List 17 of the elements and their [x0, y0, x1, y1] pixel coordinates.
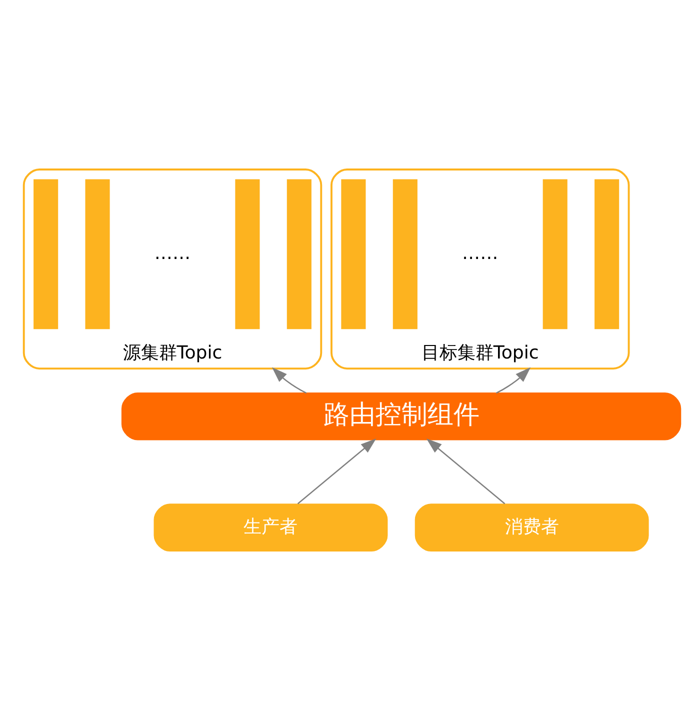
- node-bar: [235, 179, 260, 330]
- arrow: [272, 367, 307, 394]
- node-box: 生产者: [154, 504, 388, 552]
- label: ……: [154, 242, 191, 264]
- node-bar: [341, 179, 366, 330]
- arrow: [426, 438, 506, 504]
- node-box: 消费者: [414, 504, 649, 552]
- node-bar: [392, 179, 418, 330]
- node-box: 路由控制组件: [121, 392, 682, 440]
- arrow: [496, 367, 531, 394]
- node-bar: [85, 179, 110, 330]
- node-bar: [34, 179, 58, 330]
- node-bar: [542, 179, 568, 330]
- node-bar: [594, 179, 620, 330]
- node-bar: [286, 179, 312, 330]
- arrow: [297, 438, 376, 504]
- label: ……: [462, 242, 498, 264]
